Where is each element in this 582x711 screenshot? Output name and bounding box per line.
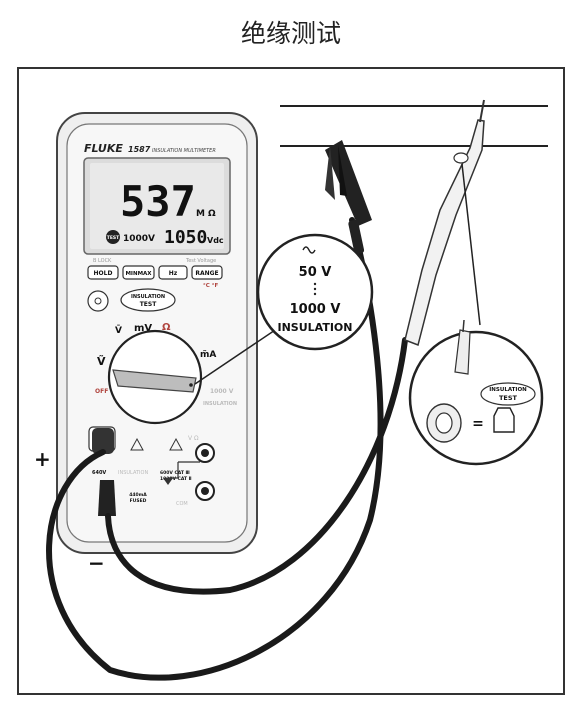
- page-title: 绝缘测试: [240, 19, 341, 48]
- dial-off-label: OFF: [95, 388, 108, 395]
- dial-dc-v-label: V̄: [115, 324, 122, 336]
- brand-label: FLUKE: [84, 142, 123, 155]
- model-desc-label: INSULATION MULTIMETER: [152, 148, 216, 154]
- com-label: COM: [176, 501, 188, 507]
- warning-icon-2: [169, 437, 183, 451]
- minus-sign: −: [88, 551, 105, 575]
- plus-plug: [92, 428, 114, 454]
- hold-button-label: HOLD: [94, 270, 113, 277]
- insulation-test-line2: TEST: [140, 301, 158, 308]
- range-button[interactable]: RANGE: [191, 265, 223, 280]
- callout-equals: =: [472, 416, 484, 432]
- press-button-icon: [493, 407, 515, 433]
- main-unit-prefix: M: [196, 209, 205, 219]
- callout-1000v: 1000 V: [290, 302, 341, 317]
- minmax-button[interactable]: MINMAX: [122, 265, 155, 280]
- test-badge-dot: [106, 230, 120, 244]
- warning-icon: [130, 437, 144, 451]
- callout-probe-line1: INSULATION: [489, 387, 527, 393]
- model-label: 1587: [128, 145, 151, 154]
- callout-insulation: INSULATION: [278, 321, 353, 334]
- hz-button[interactable]: Hz: [158, 265, 188, 280]
- main-unit: Ω: [208, 209, 216, 219]
- dial-pointer: [112, 369, 197, 393]
- plus-sign: +: [34, 447, 51, 471]
- vohm-label: V Ω: [188, 435, 199, 442]
- dial-insulation-label: INSULATION: [203, 401, 237, 407]
- insulation-test-line1: INSULATION: [131, 294, 165, 300]
- blue-key-label: B LOCK: [93, 258, 112, 264]
- cat-line2: 1000V CAT Ⅱ: [160, 476, 192, 482]
- main-reading: 537: [120, 177, 196, 226]
- secondary-unit: Vdc: [207, 236, 224, 245]
- callout-50v: 50 V: [299, 265, 332, 280]
- dial-callout: 50 V 1000 V INSULATION: [194, 233, 374, 385]
- test-leads: [46, 99, 485, 681]
- minmax-button-label: MINMAX: [125, 271, 152, 277]
- temp-label: °C °F: [203, 283, 218, 289]
- secondary-reading: 1050: [164, 227, 207, 248]
- fused-line2: FUSED: [130, 498, 147, 504]
- hold-button[interactable]: HOLD: [87, 265, 119, 280]
- alligator-clip: [325, 140, 372, 255]
- max-v-label: 640V: [92, 470, 106, 476]
- fused-line1: 440mA: [129, 492, 147, 498]
- callout-probe-line2: TEST: [499, 394, 518, 402]
- cat-line1: 600V CAT Ⅲ: [160, 470, 190, 476]
- range-button-label: RANGE: [195, 270, 218, 277]
- dial-ohm-label: Ω: [162, 322, 171, 333]
- dial-1000v-label: 1000 V: [210, 388, 234, 395]
- alligator-lead: [46, 217, 384, 681]
- wave-icon: [302, 246, 316, 254]
- rotary-dial[interactable]: [107, 329, 203, 425]
- probe-button: [453, 152, 469, 164]
- probe-lead: [105, 337, 408, 595]
- dial-ma-label: m̃A: [200, 349, 216, 360]
- minus-plug: [98, 480, 116, 516]
- probe-callout: INSULATION TEST =: [408, 163, 544, 466]
- sun-icon: [94, 297, 102, 305]
- backlight-button[interactable]: [87, 290, 109, 312]
- insulation-test-button[interactable]: INSULATION TEST: [120, 288, 176, 312]
- hz-button-label: Hz: [169, 270, 178, 277]
- test-voltage-label: Test Voltage: [185, 258, 216, 264]
- multimeter: FLUKE 1587 INSULATION MULTIMETER 537 M Ω…: [56, 112, 258, 554]
- test-badge-label: TEST: [107, 235, 120, 241]
- test-probe: [404, 99, 485, 347]
- jack-insulation-label: INSULATION: [118, 470, 148, 476]
- lcd-display: 537 M Ω TEST 1000V 1050 Vdc: [83, 157, 231, 255]
- dial-mv-label: mV: [134, 323, 152, 334]
- test-voltage-readout: 1000V: [123, 234, 155, 244]
- dial-ac-v-label: Ṽ: [97, 355, 106, 368]
